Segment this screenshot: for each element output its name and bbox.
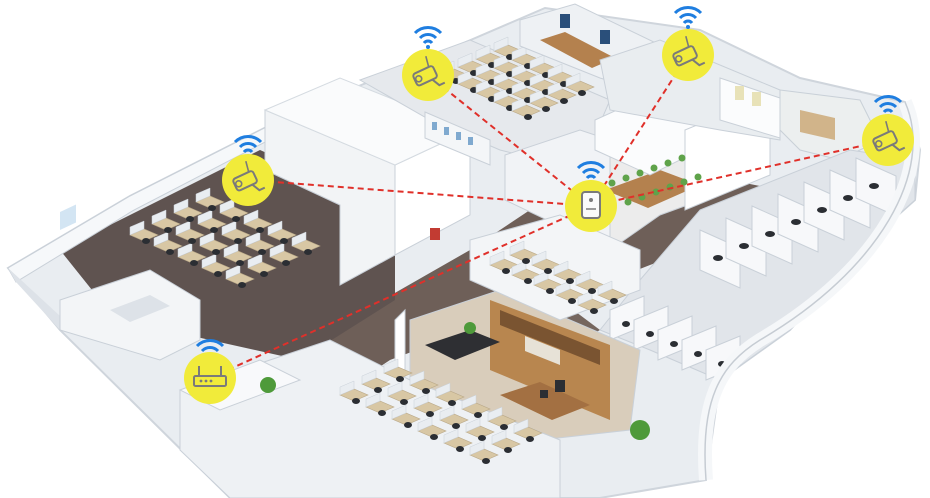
chair [765,231,775,237]
chair [256,227,264,233]
chair [610,298,618,304]
link-camera-north-left-to-repeater-center [427,74,592,207]
wifi-icon [673,6,703,29]
chair [542,106,550,112]
chair [524,278,532,284]
chair [524,114,532,120]
chair [578,90,586,96]
chair [396,376,404,382]
repeater-center-node [565,161,617,232]
camera-west-node [222,135,274,206]
chair [164,227,172,233]
chair [544,268,552,274]
chair [869,183,879,189]
chair [546,288,554,294]
chair [280,238,288,244]
plant-icon [260,377,276,393]
nvr-icon [193,366,227,387]
network-links [209,54,889,379]
chair [622,174,630,182]
chair [404,422,412,428]
chair [374,387,382,393]
plant-icon [630,420,650,440]
chair [608,179,616,187]
chair [426,411,434,417]
chair [636,169,644,177]
chair [478,435,486,441]
chair [588,288,596,294]
chair [678,154,686,162]
link-camera-west-to-repeater-center [247,179,592,207]
chair [504,447,512,453]
chair [448,400,456,406]
repeater-icon [581,191,601,219]
chair [378,410,386,416]
chair [622,321,630,327]
chair [817,207,827,213]
camera-north-right-node [662,6,714,81]
chair [214,271,222,277]
wifi-icon [413,26,443,49]
chair [502,268,510,274]
wifi-icon [873,95,903,118]
chair [430,434,438,440]
chair [560,98,568,104]
chair [694,351,702,357]
chair [166,249,174,255]
chair [482,458,490,464]
bullet-camera-icon [412,55,446,87]
chair [260,271,268,277]
chair [713,255,723,261]
chair [188,238,196,244]
chair [694,173,702,181]
chair [304,249,312,255]
bullet-camera-icon [872,120,906,152]
chair [142,238,150,244]
chair [212,249,220,255]
chair [566,278,574,284]
wifi-icon [576,161,606,184]
chair [670,341,678,347]
plant-icon [464,322,476,334]
chair [664,159,672,167]
chair [352,398,360,404]
chair [282,260,290,266]
chair [456,446,464,452]
chair [232,216,240,222]
chair [258,249,266,255]
chair [843,195,853,201]
chair [680,178,688,186]
chair [186,216,194,222]
chair [526,436,534,442]
chair [568,298,576,304]
chair [500,424,508,430]
chair [650,164,658,172]
chair [208,205,216,211]
camera-north-left-node [402,26,454,101]
chair [791,219,801,225]
chair [238,282,246,288]
chair [474,412,482,418]
west-open-office [7,77,472,361]
bullet-camera-icon [672,35,706,67]
chair [234,238,242,244]
east-office-wing [599,99,920,481]
chair [422,388,430,394]
chair [590,308,598,314]
chair [210,227,218,233]
chair [190,260,198,266]
chair [522,258,530,264]
camera-east-node [862,95,914,166]
chair [236,260,244,266]
chair [400,399,408,405]
chair [452,423,460,429]
chair [739,243,749,249]
nvr-recorder-node [184,339,236,404]
bullet-camera-icon [232,160,266,192]
chair [646,331,654,337]
chair [624,198,632,206]
link-camera-east-to-repeater-center [590,139,889,207]
